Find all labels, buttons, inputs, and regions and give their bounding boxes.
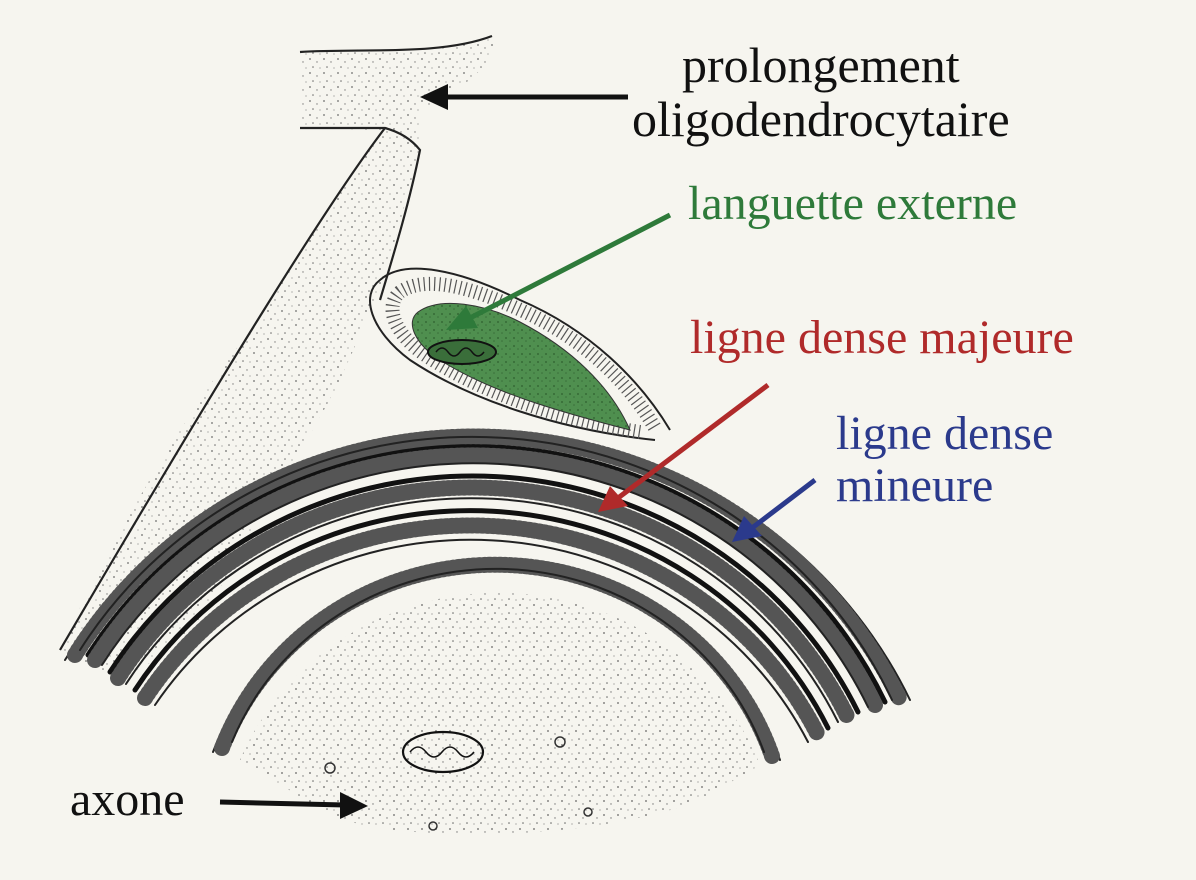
outer-tongue-arrow: [446, 212, 672, 330]
outer-tongue-cytoplasm: [411, 302, 631, 431]
minor-dense-line-label-line2: mineure: [836, 458, 994, 512]
axon-mitochondrion-icon: [401, 730, 485, 774]
compact-myelin-lamellae: [64, 428, 911, 764]
axon-arrow: [219, 792, 368, 819]
process-label-line1: prolongement: [681, 37, 960, 93]
oligodendrocyte-process: [59, 34, 494, 680]
axon-label: axone: [70, 773, 185, 826]
mitochondrion-icon: [427, 339, 497, 365]
outer-tongue-loop: [369, 267, 671, 441]
process-arrow: [420, 84, 628, 110]
process-label: prolongement oligodendrocytaire: [632, 38, 1010, 146]
axon: [240, 592, 760, 835]
outer-tongue-label: languette externe: [688, 177, 1018, 230]
major-dense-line-label: ligne dense majeure: [690, 311, 1074, 364]
minor-dense-line-label-line1: ligne dense: [836, 407, 1054, 460]
process-label-line2: oligodendrocytaire: [632, 91, 1010, 147]
minor-dense-line-label: ligne dense mineure: [836, 408, 1053, 512]
major-dense-line-arrow: [598, 383, 770, 512]
minor-dense-line-arrow: [732, 478, 817, 542]
